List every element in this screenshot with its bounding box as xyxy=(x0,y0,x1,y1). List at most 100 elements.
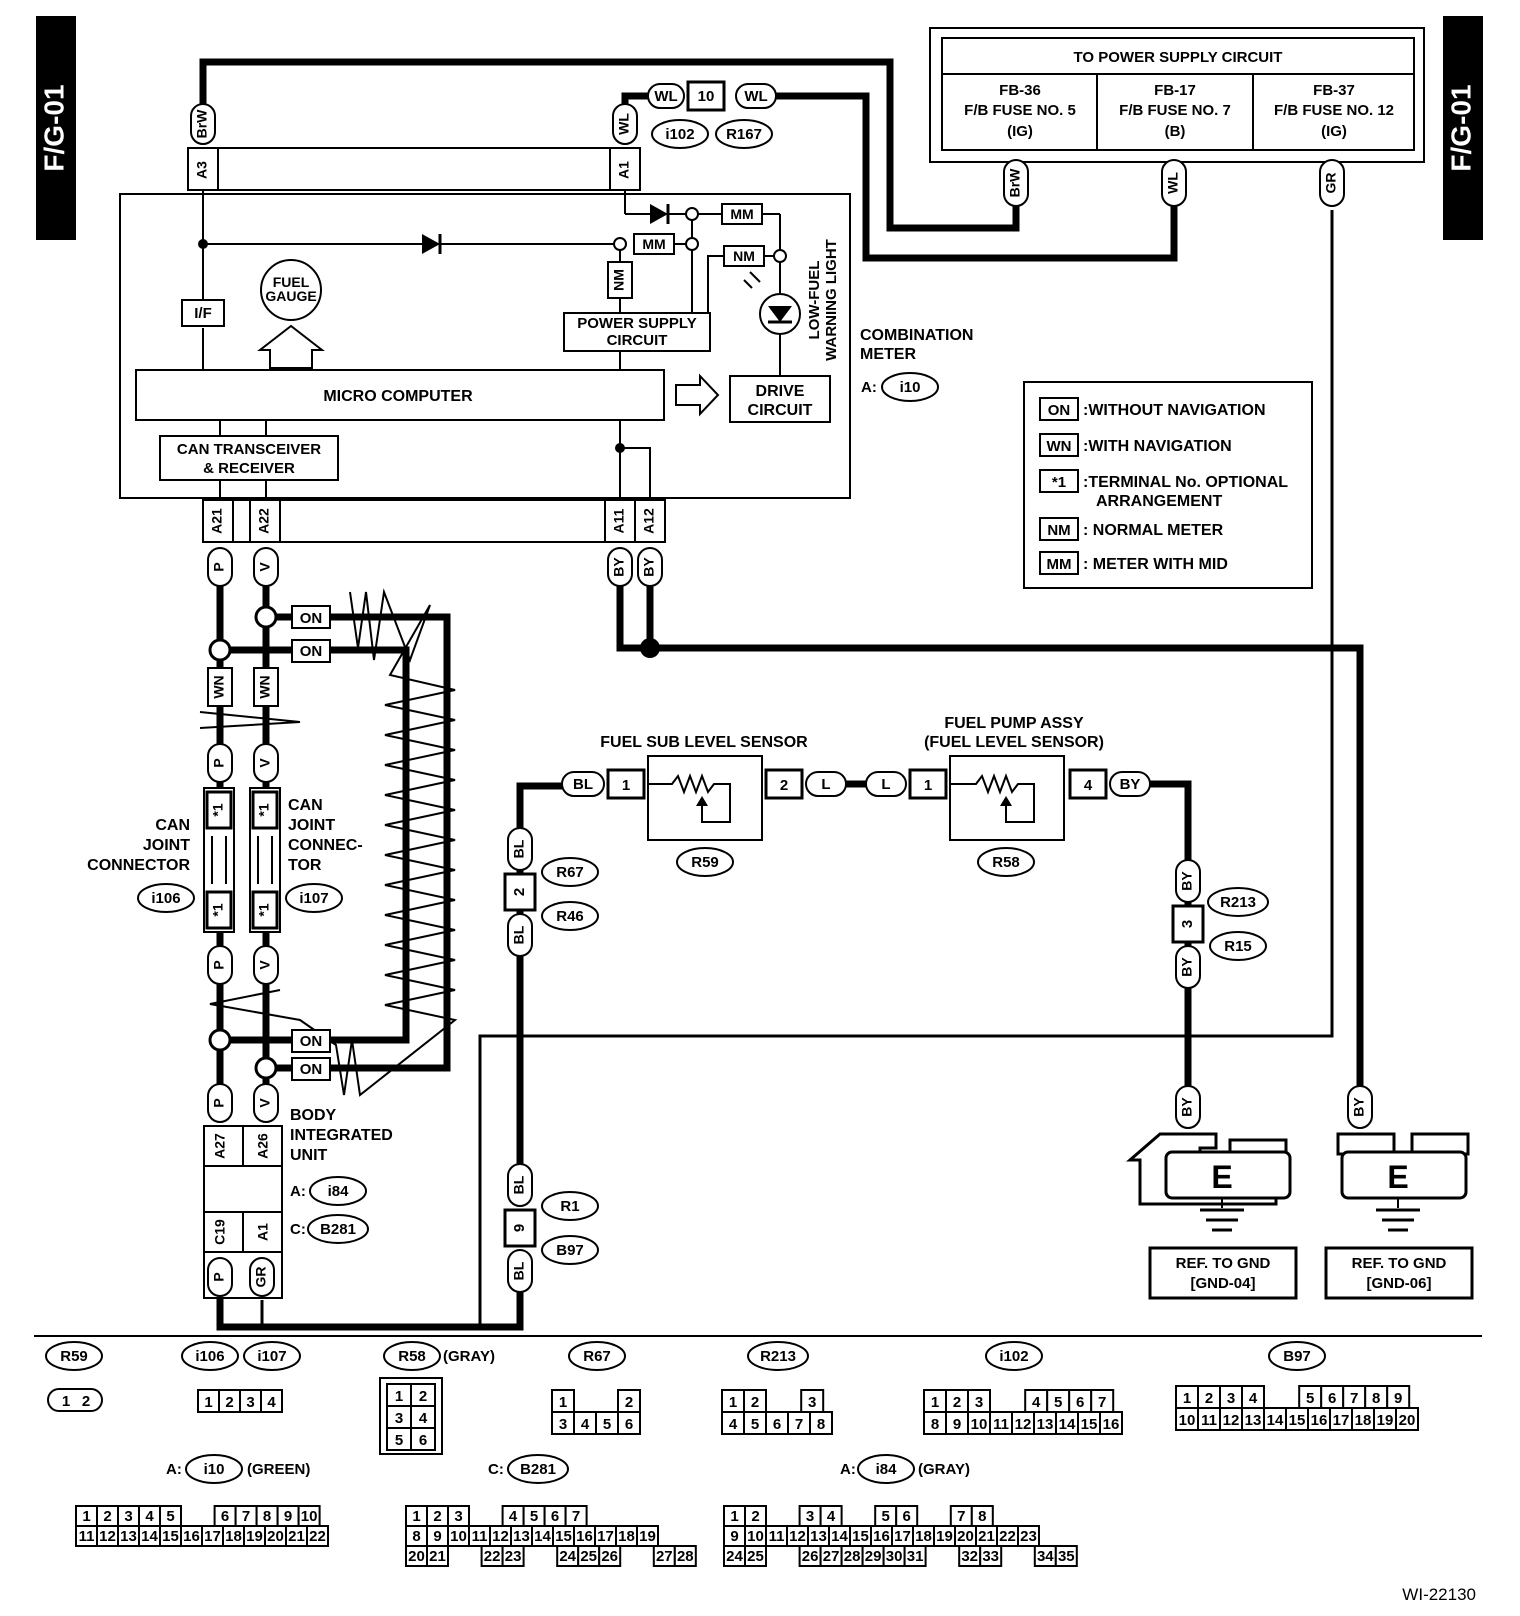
side-tab-right: F/G-01 xyxy=(1443,16,1483,240)
sub-sensor-wire-bl: BL xyxy=(573,776,593,793)
ground-1: BY E REF. TO GND [GND-04] xyxy=(1125,1085,1298,1300)
top-conn-left-wire: WL xyxy=(654,88,677,105)
conn-i84-pin: 22 xyxy=(999,1528,1016,1545)
conn-b97-pin: 16 xyxy=(1311,1412,1328,1429)
meter-label-line1: COMBINATION xyxy=(860,327,973,344)
conn-i106-pin-cell xyxy=(260,1389,283,1413)
side-tab-left-label: F/G-01 xyxy=(38,84,69,171)
conn-b281-pin: 5 xyxy=(530,1508,538,1525)
sub-sensor-wire-l: L xyxy=(821,776,830,793)
legend-on-code: ON xyxy=(1048,402,1071,419)
can-joint-right-line3: CONNEC- xyxy=(288,837,363,854)
conn-i84-pin: 14 xyxy=(831,1528,848,1545)
gnd1-line2: [GND-04] xyxy=(1190,1275,1255,1292)
conn-i84-pin: 25 xyxy=(747,1548,764,1565)
pump-pin-right: 4 xyxy=(1084,777,1093,794)
gnd1-wire: BY xyxy=(1179,1097,1195,1117)
pump-wire-by: BY xyxy=(1120,776,1141,793)
conn-b97-pin: 7 xyxy=(1350,1390,1358,1407)
conn-i84-oval xyxy=(857,1454,915,1484)
conn-b281-pin: 28 xyxy=(677,1548,694,1565)
conn-i84-pin: 24 xyxy=(726,1548,743,1565)
conn-b281-pin: 16 xyxy=(576,1528,593,1545)
conn-b281-pin: 3 xyxy=(454,1508,462,1525)
pump-ref: R58 xyxy=(992,854,1020,871)
conn-i84-pin-cell xyxy=(903,1545,927,1567)
conn-r58-ref: R58 xyxy=(398,1348,426,1365)
meter-label-line2: METER xyxy=(860,346,916,363)
conn-r59-oval xyxy=(45,1341,103,1371)
legend-nm-text: : NORMAL METER xyxy=(1083,522,1224,539)
gnd2-line1: REF. TO GND xyxy=(1352,1255,1447,1272)
conn-b281-pin: 22 xyxy=(484,1548,501,1565)
conn-b281-pin: 8 xyxy=(412,1528,420,1545)
conn-i102-pin: 11 xyxy=(993,1416,1009,1433)
conn-b281-pin-cell xyxy=(598,1545,622,1567)
legend-wn-code: WN xyxy=(1047,438,1072,455)
conn-i10-pin: 7 xyxy=(242,1508,250,1525)
sub-sensor-ref: R59 xyxy=(691,854,719,871)
conn-r213-ref: R213 xyxy=(760,1348,796,1365)
gnd1-line1: REF. TO GND xyxy=(1176,1255,1271,1272)
r213-pin: 3 xyxy=(1179,920,1196,928)
meter-mm-2: MM xyxy=(642,236,665,252)
pin-a1-body: A1 xyxy=(255,1223,271,1241)
wire-bl-1: BL xyxy=(511,839,527,858)
conn-i106-ref: i106 xyxy=(195,1348,224,1365)
conn-i84-pin: 19 xyxy=(936,1528,953,1545)
conn-b281-pin: 14 xyxy=(534,1528,551,1545)
conn-r58-pin-cell xyxy=(410,1427,436,1451)
combination-meter: A3 A1 BrW WL MM MM N xyxy=(119,92,973,543)
wire-p-1: P xyxy=(211,562,227,571)
wire-brw-a3: BrW xyxy=(194,109,210,139)
conn-r213-pin: 1 xyxy=(729,1394,737,1411)
pump-title2: (FUEL LEVEL SENSOR) xyxy=(924,734,1104,751)
conn-b281-prefix: C: xyxy=(488,1461,504,1478)
wire-p-4: P xyxy=(211,1098,227,1107)
legend-star-code: *1 xyxy=(1052,474,1066,491)
connector-i102-r167: WL 10 WL i102 R167 xyxy=(647,80,777,149)
star-4: *1 xyxy=(256,903,272,916)
r1-pin: 9 xyxy=(511,1224,528,1232)
on-tag-1: ON xyxy=(300,610,323,627)
conn-i84-prefix: A: xyxy=(840,1461,856,1478)
conn-b97-pin: 18 xyxy=(1355,1412,1372,1429)
conn-i10-pin: 2 xyxy=(103,1508,111,1525)
meter-connector-ref: i10 xyxy=(900,379,921,396)
legend-star-text: :TERMINAL No. OPTIONAL xyxy=(1083,474,1288,491)
conn-i10-pin: 11 xyxy=(79,1528,95,1545)
sub-sensor-title: FUEL SUB LEVEL SENSOR xyxy=(600,734,808,751)
top-conn-pin: 10 xyxy=(698,88,715,105)
conn-i84-pin: 15 xyxy=(852,1528,869,1545)
on-tag-2: ON xyxy=(300,643,323,660)
conn-i84-pin: 16 xyxy=(873,1528,890,1545)
conn-i84-pin: 27 xyxy=(823,1548,840,1565)
conn-i10-pin: 21 xyxy=(288,1528,305,1545)
conn-i84-pin: 26 xyxy=(802,1548,819,1565)
conn-r213-pin: 4 xyxy=(729,1416,738,1433)
conn-i10-pin: 12 xyxy=(99,1528,116,1545)
connector-r213: BY 3 BY R213 R15 xyxy=(1171,859,1269,989)
conn-i10-pin: 5 xyxy=(166,1508,174,1525)
conn-r58-pin: 3 xyxy=(395,1410,403,1427)
body-line1: BODY xyxy=(290,1107,337,1124)
body-c-ref: B281 xyxy=(320,1221,356,1238)
body-line3: UNIT xyxy=(290,1147,328,1164)
pin-c19: C19 xyxy=(212,1219,228,1245)
conn-b281-pin: 19 xyxy=(639,1528,656,1545)
conn-b97-pin: 3 xyxy=(1227,1390,1235,1407)
conn-r67-pin: 2 xyxy=(625,1394,633,1411)
conn-i102-pin: 13 xyxy=(1037,1416,1054,1433)
conn-i10-pin-cell xyxy=(306,1525,329,1547)
conn-b281-pin-cell xyxy=(426,1545,449,1567)
can-joint-left-line1: CAN xyxy=(155,817,190,834)
conn-i84-pin: 28 xyxy=(844,1548,861,1565)
can-transceiver-line2: & RECEIVER xyxy=(203,460,295,477)
side-tab-left: F/G-01 xyxy=(36,16,76,240)
wire-v-1: V xyxy=(257,562,273,572)
conn-i84-pin: 23 xyxy=(1020,1528,1037,1545)
conn-i84-pin: 9 xyxy=(730,1528,738,1545)
conn-i84-pin: 29 xyxy=(865,1548,882,1565)
conn-b281-pin: 11 xyxy=(472,1528,488,1545)
